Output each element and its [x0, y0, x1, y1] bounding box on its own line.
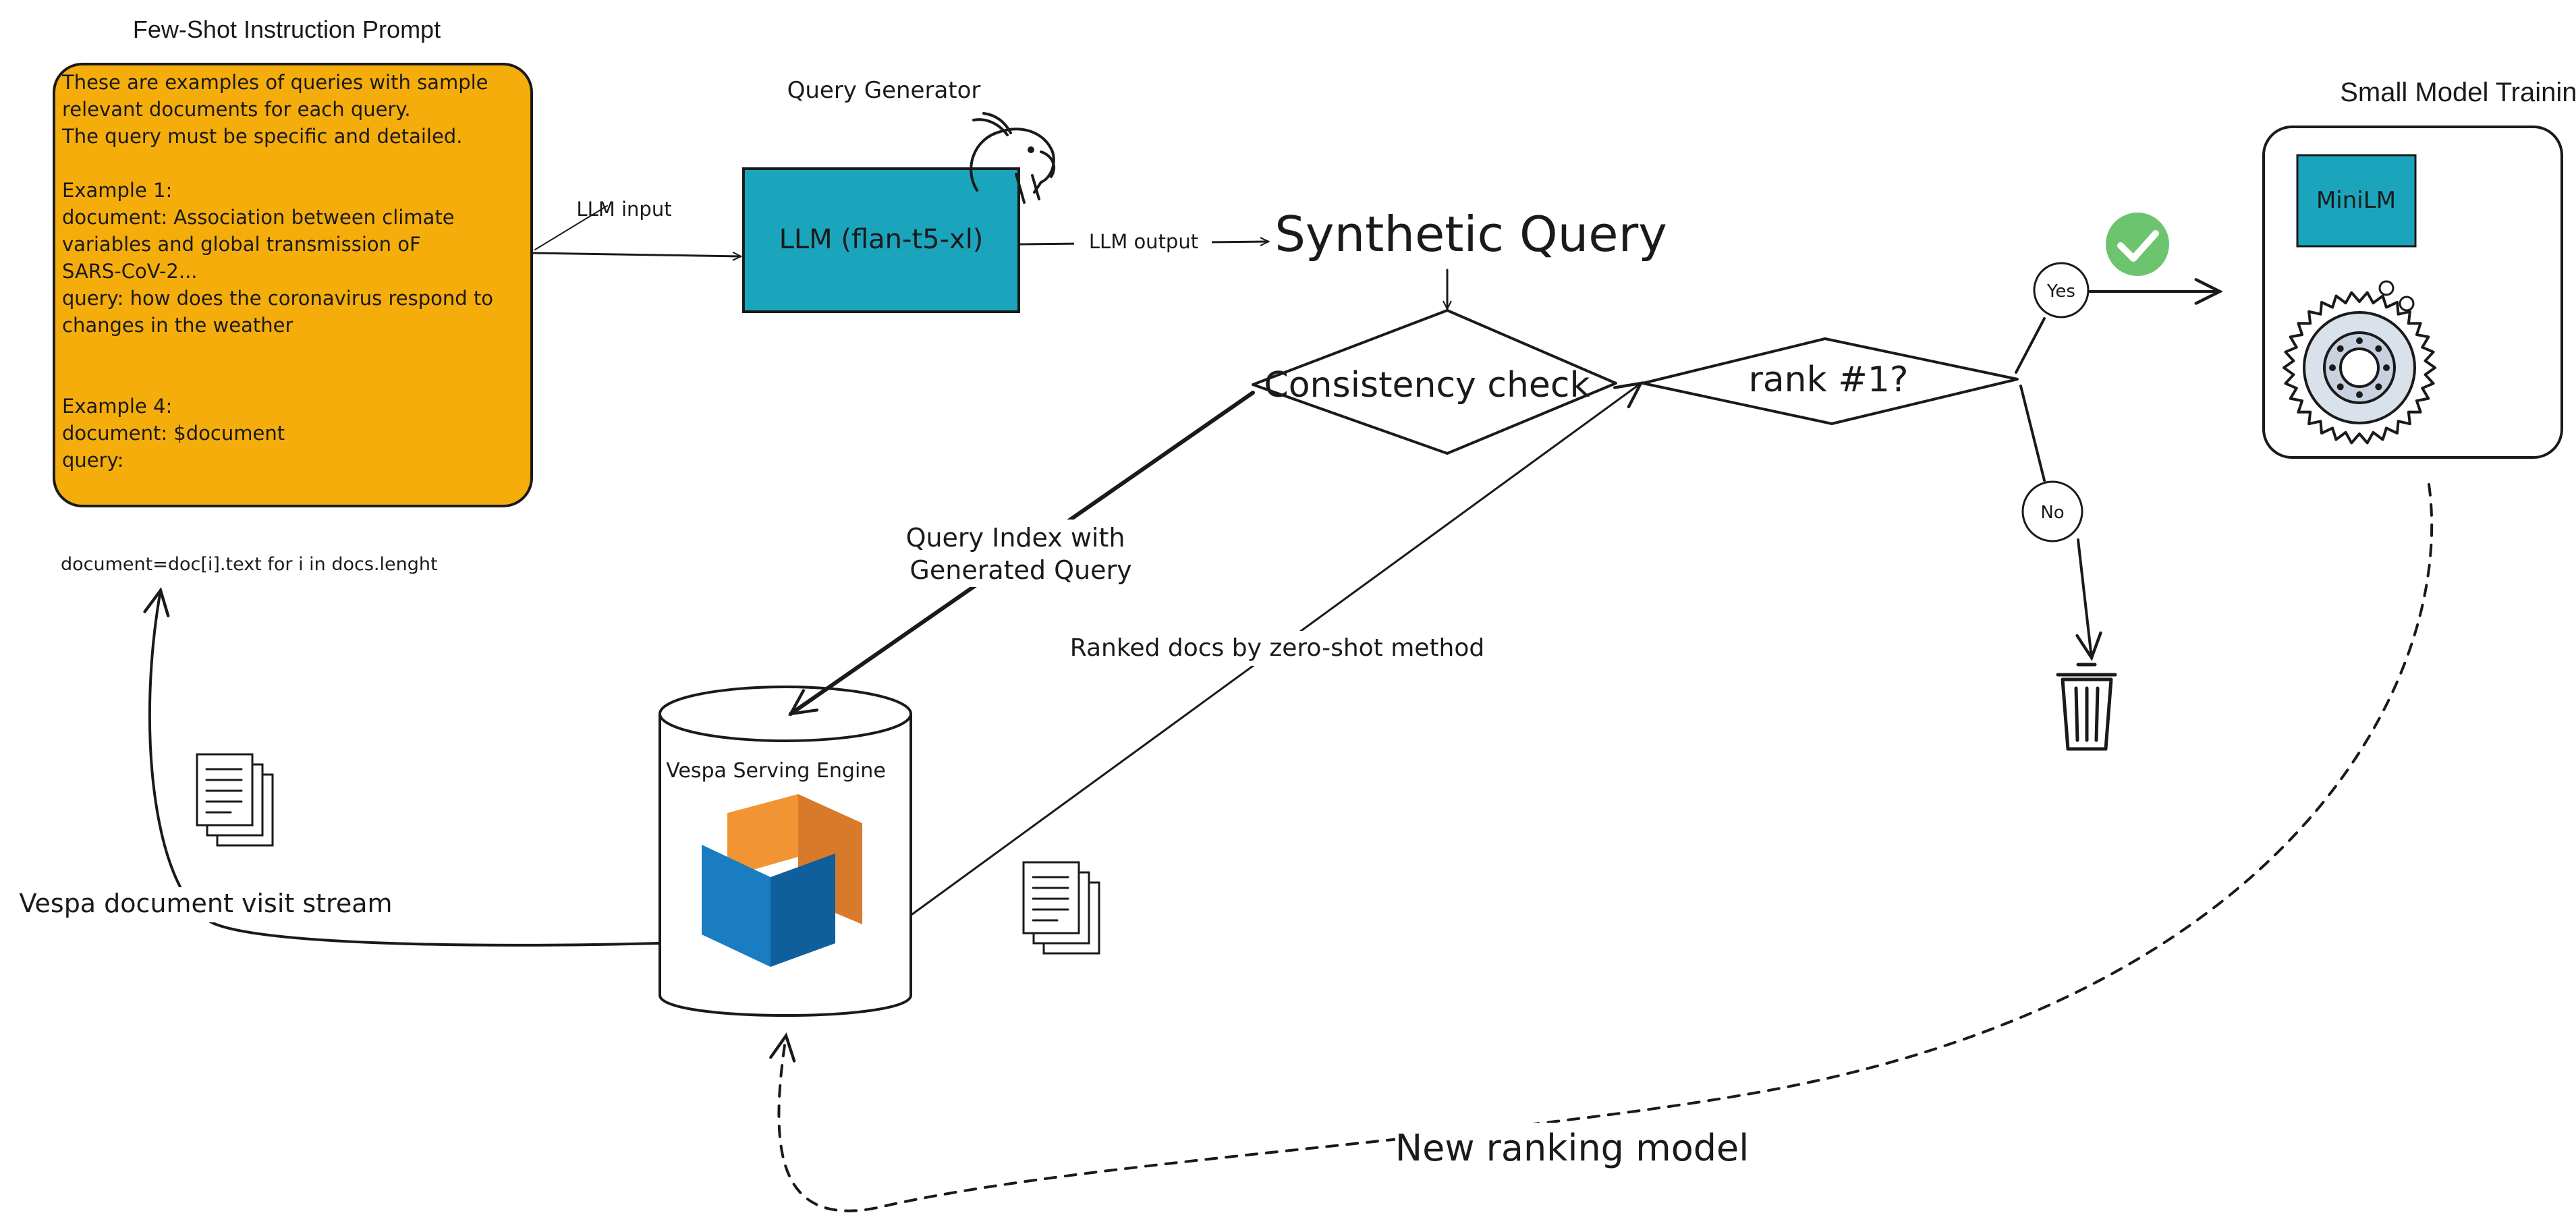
yes-node [2033, 262, 2090, 318]
document-expression: document=doc[i].text for i in docs.lengh… [61, 554, 438, 575]
synthetic-query: Synthetic Query [1275, 206, 1667, 262]
prompt-line: Example 4: [62, 395, 172, 418]
prompt-line: These are examples of queries with sampl… [61, 71, 488, 94]
minilm-box [2296, 154, 2417, 248]
edge-yes [2015, 317, 2046, 374]
llm-box [742, 167, 1020, 313]
consistency-check-diamond [1252, 309, 1617, 455]
prompt-line: SARS-CoV-2... [62, 260, 198, 283]
query-index-label-bg [897, 520, 1147, 587]
parrot-icon [970, 112, 1055, 204]
new-model-label-bg [1395, 1123, 1749, 1171]
edge-new-ranking-model [779, 483, 2434, 1212]
label-query-index-1: Query Index with [906, 523, 1125, 553]
gear-icon [2283, 280, 2436, 445]
ranked-docs-label-bg [1049, 631, 1508, 666]
prompt-line: variables and global transmission oF [62, 233, 421, 256]
label-query-index-2: Generated Query [909, 555, 1131, 585]
edge-no-to-trash [2078, 538, 2092, 658]
edge-no [2019, 385, 2046, 482]
no-label: No [2040, 503, 2064, 523]
edge-llm-input-segment [534, 205, 608, 250]
prompt-line: query: [62, 449, 123, 472]
document-stack-icon [196, 753, 274, 847]
visit-stream-label-bg [7, 887, 405, 922]
label-visit-stream: Vespa document visit stream [19, 889, 392, 918]
prompt-line: changes in the weather [62, 314, 293, 337]
no-node [2021, 480, 2083, 542]
prompt-line: Example 1: [62, 179, 172, 202]
document-stack-icon [1022, 861, 1100, 955]
yes-label: Yes [2046, 281, 2075, 302]
vespa-logo-icon [702, 794, 862, 967]
edge-llm-input [532, 253, 741, 256]
prompt-text: These are examples of queries with sampl… [61, 71, 493, 472]
consistency-check-label: Consistency check [1264, 365, 1590, 406]
training-title: Small Model Training [2340, 78, 2576, 107]
rank-check-label: rank #1? [1748, 360, 1908, 400]
prompt-title: Few-Shot Instruction Prompt [133, 16, 441, 43]
label-llm-output: LLM output [1089, 230, 1198, 253]
llm-output-label-bg [1074, 229, 1212, 252]
prompt-line: query: how does the coronavirus respond … [62, 287, 493, 310]
vespa-cylinder-top [659, 686, 912, 742]
vespa-label: Vespa Serving Engine [666, 759, 886, 783]
rank-check-diamond [1642, 337, 2019, 425]
label-new-ranking-model: New ranking model [1395, 1127, 1749, 1169]
minilm-label: MiniLM [2316, 187, 2396, 214]
edge-visit-stream [150, 590, 661, 947]
query-generator-title: Query Generator [787, 77, 981, 104]
prompt-line: document: Association between climate [62, 206, 455, 229]
prompt-box [53, 63, 533, 507]
label-llm-input: LLM input [576, 198, 671, 221]
llm-label: LLM (flan-t5-xl) [779, 224, 984, 255]
prompt-line: relevant documents for each query. [62, 98, 411, 121]
prompt-line: The query must be specific and detailed. [61, 125, 462, 148]
trash-icon [2056, 663, 2117, 751]
label-ranked-docs: Ranked docs by zero-shot method [1070, 634, 1485, 662]
prompt-line: document: $document [62, 422, 285, 445]
check-icon [2106, 213, 2169, 276]
